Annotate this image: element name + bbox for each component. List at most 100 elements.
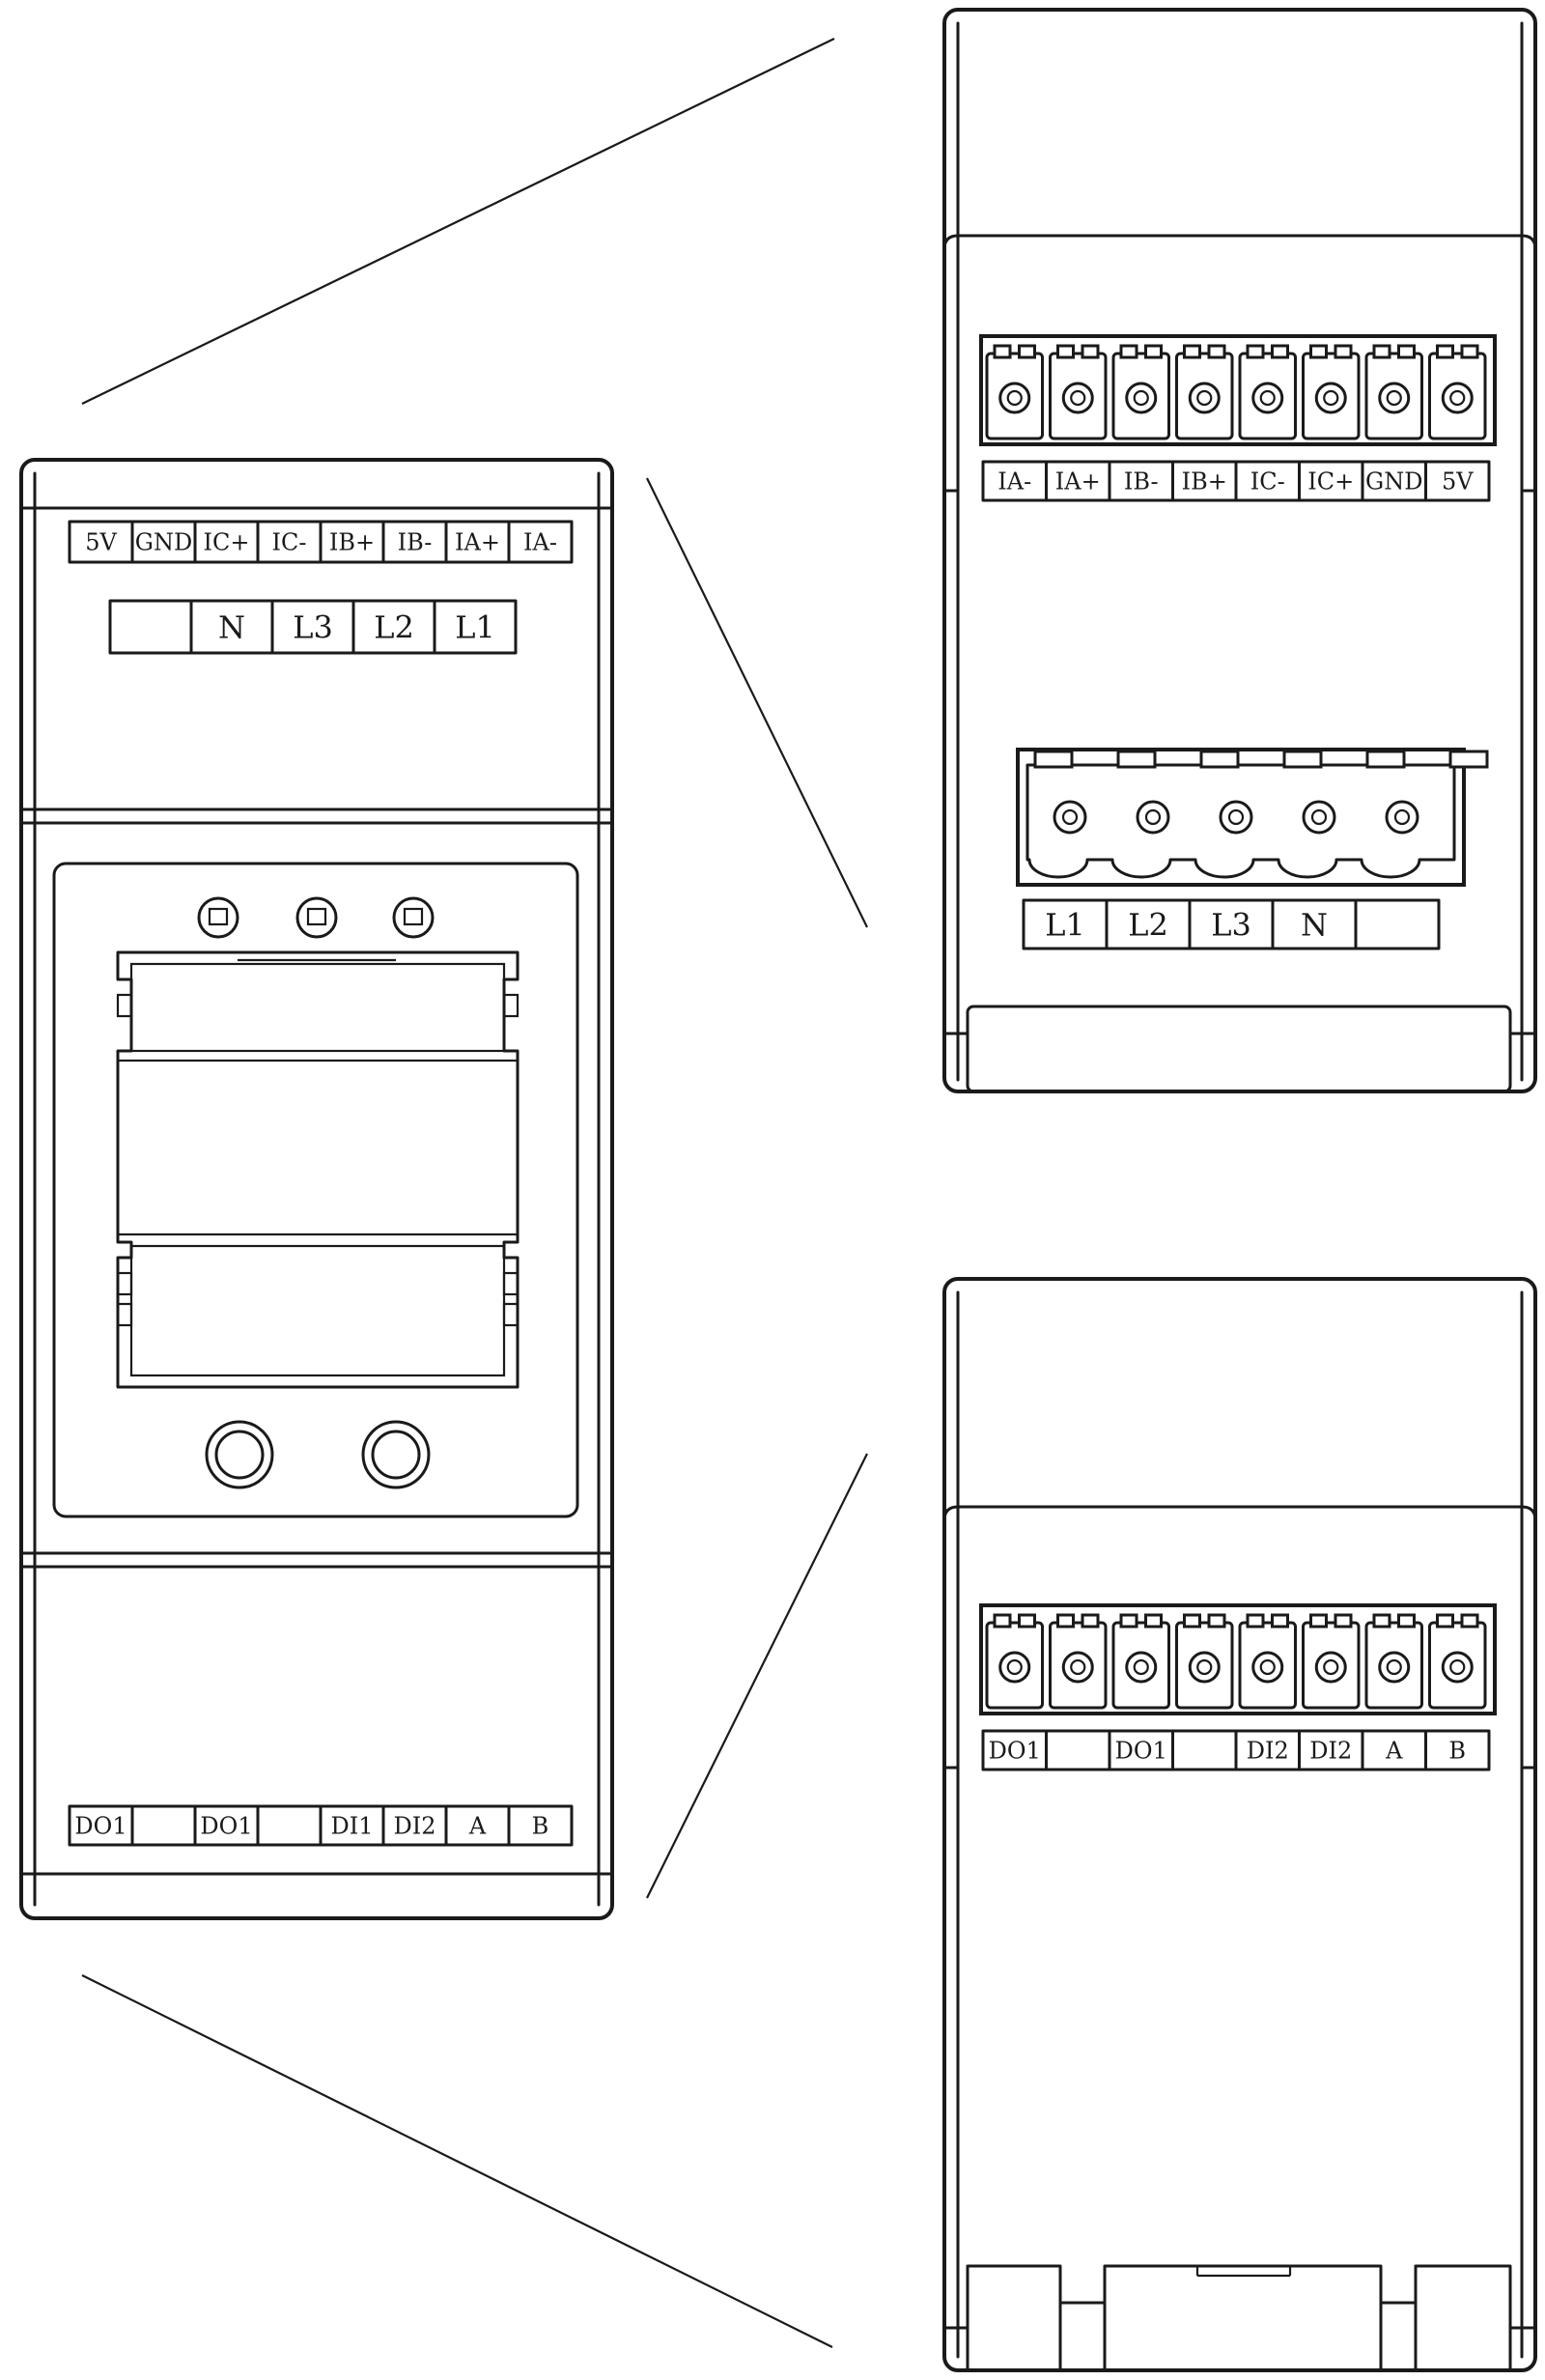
terminal-label-cell: [1045, 1729, 1111, 1771]
terminal-label: GND: [1365, 468, 1422, 496]
leader-line-bottom-upper: [646, 1453, 868, 1899]
terminal-label-cell: DI2: [1298, 1729, 1364, 1771]
screw-terminal-icon: [1238, 1613, 1297, 1710]
screw-terminal-icon: [1049, 1613, 1108, 1710]
terminal-label: IA-: [523, 529, 557, 556]
voltage-screw-icon: [1136, 800, 1170, 835]
terminal-label-cell: IC-: [256, 520, 323, 564]
terminal-label-cell: IB+: [1171, 460, 1238, 502]
terminal-label: DI2: [394, 1813, 436, 1840]
terminal-label: B: [532, 1813, 549, 1840]
terminal-label-cell: L1: [433, 599, 518, 655]
terminal-label-cell: [1171, 1729, 1238, 1771]
terminal-label: DO1: [989, 1738, 1041, 1765]
bottom-detail-screws: [985, 1613, 1487, 1710]
terminal-label-cell: DO1: [1108, 1729, 1174, 1771]
terminal-label-cell: L2: [1105, 898, 1192, 950]
terminal-label: GND: [135, 529, 192, 556]
terminal-label-cell: IC+: [193, 520, 260, 564]
voltage-screw-icon: [1219, 800, 1253, 835]
screw-terminal-icon: [1428, 344, 1487, 440]
screw-terminal-icon: [1111, 1613, 1170, 1710]
terminal-label-cell: [1354, 898, 1441, 950]
screw-terminal-icon: [1302, 344, 1361, 440]
leader-line-top-lower: [646, 477, 868, 928]
terminal-label: IC-: [1250, 468, 1285, 496]
screw-terminal-icon: [1175, 1613, 1234, 1710]
left-button[interactable]: [205, 1420, 274, 1489]
screw-terminal-icon: [1302, 1613, 1361, 1710]
terminal-label-cell: A: [444, 1804, 511, 1847]
display-panel: [52, 862, 579, 1518]
terminal-label: DO1: [74, 1813, 126, 1840]
terminal-label-cell: IB+: [319, 520, 385, 564]
terminal-label-cell: [256, 1804, 323, 1847]
screw-terminal-icon: [1175, 344, 1234, 440]
lcd-screen: [116, 950, 520, 1389]
terminal-label-cell: 5V: [68, 520, 134, 564]
screw-terminal-icon: [1111, 344, 1170, 440]
terminal-label: N: [1301, 907, 1328, 944]
screw-terminal-icon: [1364, 1613, 1423, 1710]
terminal-label: DI2: [1247, 1738, 1289, 1765]
terminal-label-cell: GND: [130, 520, 197, 564]
terminal-label-cell: B: [507, 1804, 574, 1847]
terminal-label: L3: [293, 609, 333, 646]
terminal-label: IA+: [1055, 468, 1101, 496]
terminal-label-cell: GND: [1361, 460, 1427, 502]
left-button-inner: [214, 1430, 265, 1480]
terminal-label-cell: A: [1361, 1729, 1427, 1771]
terminal-label-cell: 5V: [1424, 460, 1491, 502]
terminal-label-cell: L1: [1022, 898, 1109, 950]
terminal-label: IC-: [272, 529, 307, 556]
terminal-label: A: [468, 1813, 487, 1840]
terminal-label-cell: DO1: [68, 1804, 134, 1847]
voltage-screw-icon: [1385, 800, 1419, 835]
terminal-label-cell: N: [189, 599, 274, 655]
leader-line-top-upper: [81, 38, 835, 405]
terminal-label: L2: [1128, 907, 1168, 944]
terminal-label-cell: DI1: [319, 1804, 385, 1847]
voltage-screw-icon: [1053, 800, 1087, 835]
terminal-label: IB+: [1182, 468, 1227, 496]
led-indicator-icon: [295, 896, 338, 939]
terminal-label-cell: L3: [270, 599, 355, 655]
terminal-label: IA-: [997, 468, 1031, 496]
top-detail-latch: [966, 1005, 1512, 1093]
led-indicators: [197, 896, 435, 939]
terminal-label: 5V: [1442, 468, 1474, 496]
terminal-label: DI2: [1309, 1738, 1352, 1765]
voltage-screw-icon: [1302, 800, 1336, 835]
terminal-label: 5V: [85, 529, 117, 556]
bottom-detail-terminal-block: [979, 1603, 1497, 1715]
led-indicator-icon: [197, 896, 239, 939]
right-button-inner: [371, 1430, 421, 1480]
voltage-connector: [1016, 748, 1489, 887]
terminal-label: IB-: [398, 529, 433, 556]
terminal-label-cell: IB-: [1108, 460, 1174, 502]
terminal-label-cell: L2: [351, 599, 436, 655]
right-button[interactable]: [361, 1420, 431, 1489]
terminal-label-cell: IB-: [381, 520, 448, 564]
voltage-connector-body: [1016, 748, 1466, 887]
terminal-label-cell: DI2: [381, 1804, 448, 1847]
terminal-label-cell: B: [1424, 1729, 1491, 1771]
leader-lines: [81, 38, 868, 2348]
terminal-label: A: [1385, 1738, 1403, 1765]
top-detail-terminal-block: [979, 334, 1497, 446]
top-detail-terminal-label-strip: IA- IA+ IB- IB+ IC- IC+ GND 5V: [981, 460, 1491, 502]
terminal-label: IC+: [1307, 468, 1354, 496]
terminal-label: IC+: [204, 529, 250, 556]
terminal-label: N: [218, 609, 245, 646]
terminal-label: IB-: [1124, 468, 1159, 496]
screw-terminal-icon: [1049, 344, 1108, 440]
terminal-label: IB+: [329, 529, 375, 556]
